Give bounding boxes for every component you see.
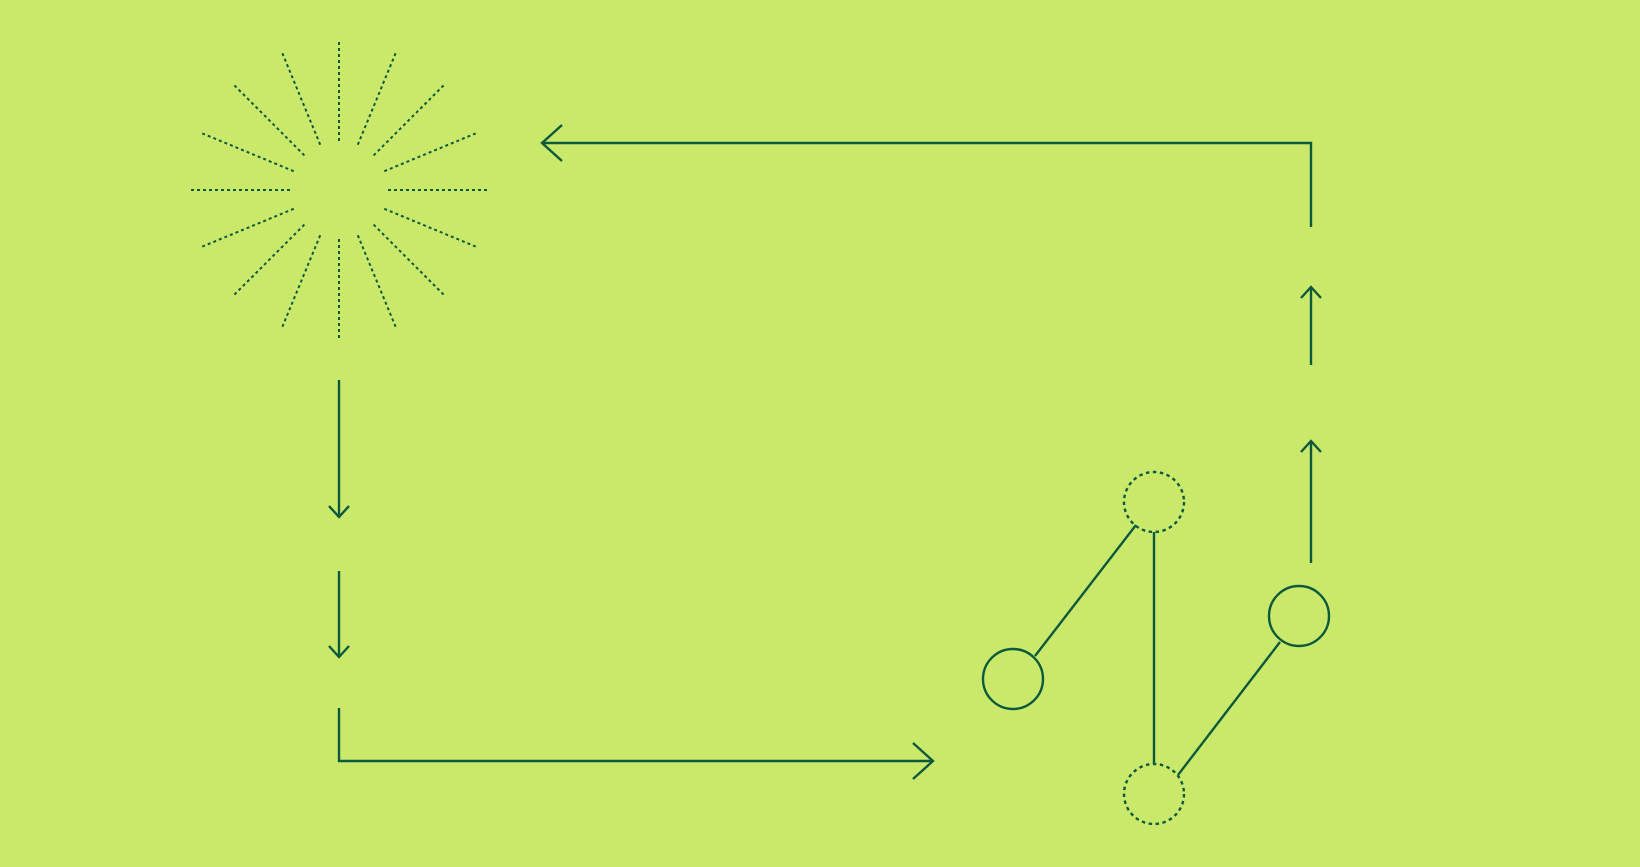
starburst-ray xyxy=(281,234,322,328)
starburst-ray xyxy=(281,52,322,146)
starburst-ray xyxy=(233,223,306,296)
graph-node-right xyxy=(1267,584,1331,648)
starburst-ray xyxy=(372,84,445,157)
arrow-up-1 xyxy=(1300,439,1322,563)
node-graph-icon xyxy=(981,470,1331,826)
starburst-ray xyxy=(356,234,397,328)
starburst-ray xyxy=(372,223,445,296)
graph-edge-3 xyxy=(1177,641,1281,776)
arrow-down-1 xyxy=(328,380,350,519)
arrow-left xyxy=(540,124,1313,227)
starburst-ray xyxy=(383,207,477,248)
starburst-ray xyxy=(201,207,295,248)
arrow-right xyxy=(337,708,935,780)
graph-node-dotted-top xyxy=(1122,470,1186,534)
graph-node-dotted-bottom xyxy=(1122,762,1186,826)
arrow-up-2 xyxy=(1300,285,1322,365)
starburst-ray xyxy=(233,84,306,157)
arrow-down-2 xyxy=(328,571,350,659)
starburst-ray xyxy=(356,52,397,146)
starburst-ray xyxy=(201,132,295,173)
graph-node-left xyxy=(981,647,1045,711)
starburst-icon xyxy=(191,42,487,338)
graph-edge-1 xyxy=(1034,524,1137,657)
starburst-ray xyxy=(383,132,477,173)
